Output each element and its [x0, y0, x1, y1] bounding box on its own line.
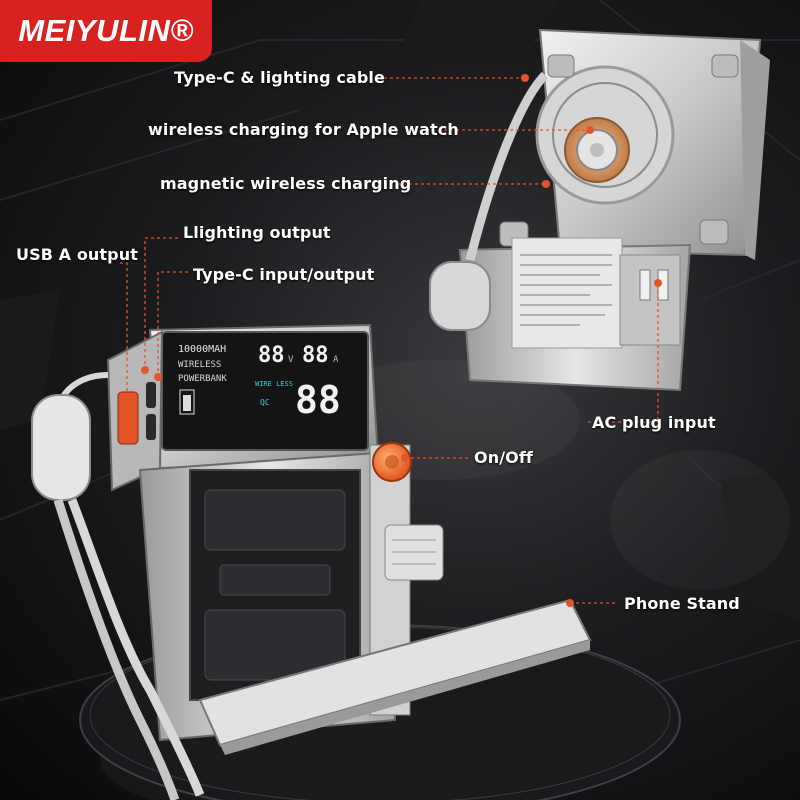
display-qc-tag: QC — [260, 398, 270, 407]
display-line2: WIRELESS — [178, 360, 221, 370]
lcd-display: 10000MAH WIRELESS POWERBANK 88 V 88 A WI… — [178, 343, 341, 422]
display-battery-icon — [179, 389, 195, 415]
front-view-unit — [31, 323, 592, 800]
display-current-digits: 88 — [302, 343, 329, 368]
label-phone-stand: Phone Stand — [624, 594, 740, 613]
label-lighting-output: Llighting output — [183, 223, 331, 242]
back-view-unit — [429, 28, 770, 392]
line-lighting-output — [144, 237, 178, 370]
display-unit-a: A — [333, 355, 339, 365]
display-voltage-digits: 88 — [258, 343, 285, 368]
display-unit-v: V — [288, 355, 294, 365]
label-typec-lighting-cable: Type-C & lighting cable — [174, 68, 385, 87]
label-magnetic-wireless: magnetic wireless charging — [160, 174, 412, 193]
label-typec-io: Type-C input/output — [193, 265, 375, 284]
display-line3: POWERBANK — [178, 374, 227, 384]
line-usb-a — [120, 262, 128, 400]
display-wireless-tag: WIRE LESS — [255, 380, 293, 388]
label-on-off: On/Off — [474, 448, 533, 467]
line-ac-plug — [588, 283, 659, 423]
display-big-digits: 88 — [295, 378, 341, 422]
label-ac-plug-input: AC plug input — [592, 413, 716, 432]
brand-name: MEIYULIN® — [18, 13, 194, 48]
line-typec-io — [157, 271, 188, 377]
display-capacity: 10000MAH — [178, 344, 226, 355]
label-wireless-apple-watch: wireless charging for Apple watch — [148, 120, 459, 139]
label-usb-a-output: USB A output — [16, 245, 138, 264]
brand-logo: MEIYULIN® — [0, 0, 212, 62]
